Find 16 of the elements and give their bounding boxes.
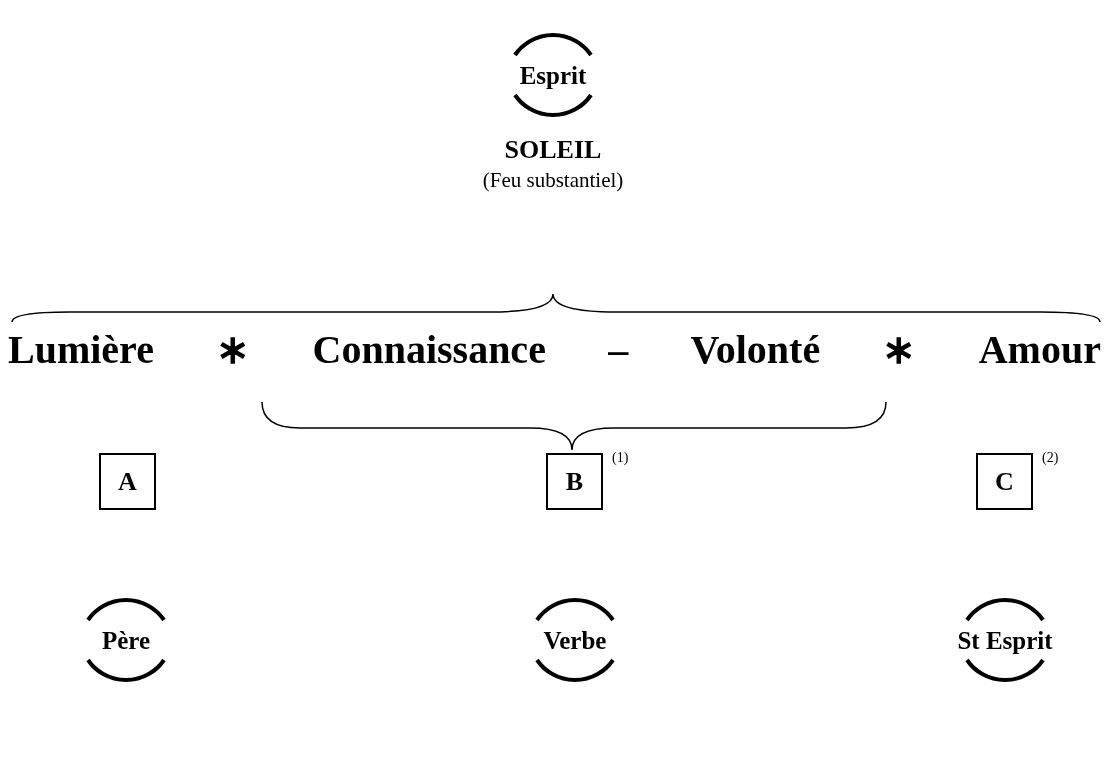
operator-symbol: ∗ [216,330,251,370]
subheading-text: (Feu substantiel) [481,170,625,191]
circle-label: Esprit [519,62,587,88]
concept-word: Connaissance [312,330,546,370]
concept-word: Volonté [690,330,821,370]
operator-symbol: ∗ [882,330,917,370]
circle-label: Verbe [543,627,607,653]
operator-symbol: – [608,330,629,370]
footnote-mark: (1) [612,449,629,467]
circle-label: Père [101,627,151,653]
concept-word: Amour [978,330,1101,370]
circle-label: St Esprit [957,627,1053,653]
footnote-mark: (2) [1042,449,1059,467]
concept-word: Lumière [8,330,154,370]
heading-text: SOLEIL [503,137,603,163]
letter-box: A [99,453,156,510]
